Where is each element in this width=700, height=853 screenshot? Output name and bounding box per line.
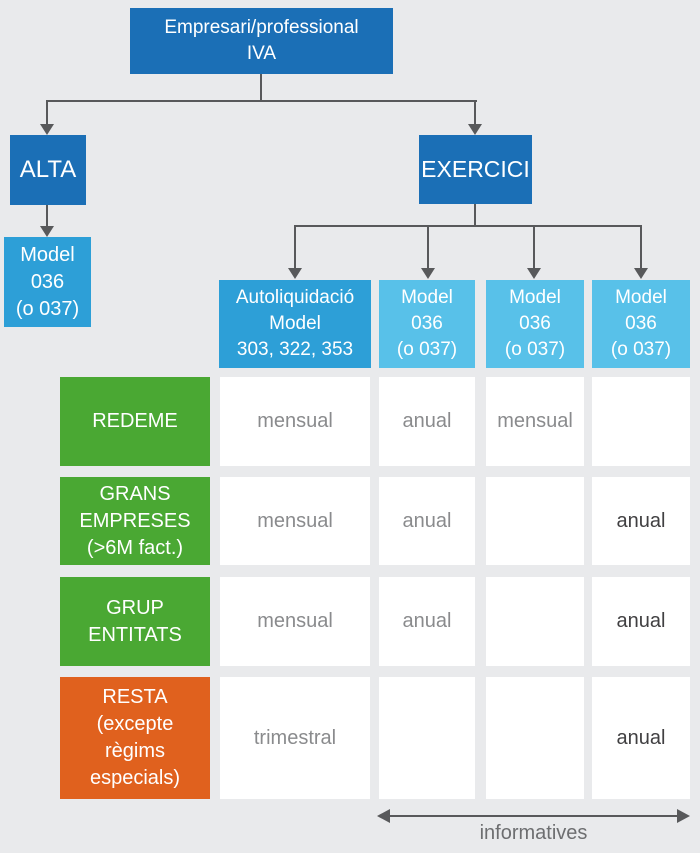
table-cell-r3c2: anual [379, 577, 475, 666]
alta-node: ALTA [10, 135, 86, 205]
table-cell-r3c1: mensual [220, 577, 370, 666]
alta-model-node: Model 036 (o 037) [4, 237, 91, 327]
connector-alta-stem [46, 100, 48, 125]
table-cell-r1c4 [592, 377, 690, 466]
connector-col4-stem [640, 225, 642, 269]
connector-top-horizontal [47, 100, 477, 102]
exercici-node: EXERCICI [419, 135, 532, 204]
arrowhead-to-exercici-icon [468, 124, 482, 135]
informatives-label: informatives [479, 822, 588, 844]
table-cell-r1c2: anual [379, 377, 475, 466]
table-cell-r4c4: anual [592, 677, 690, 799]
arrowhead-to-col1-icon [288, 268, 302, 279]
row-label-grans-empreses: GRANS EMPRESES (>6M fact.) [60, 477, 210, 565]
connector-exercici-down [474, 204, 476, 227]
table-cell-r3c3 [486, 577, 584, 666]
connector-alta-model-stem [46, 205, 48, 227]
informatives-span-line [388, 815, 679, 817]
table-cell-r1c1: mensual [220, 377, 370, 466]
informatives-arrow-left-icon [377, 809, 390, 823]
arrowhead-to-col2-icon [421, 268, 435, 279]
arrowhead-to-col3-icon [527, 268, 541, 279]
column-header-model036-2: Model 036 (o 037) [486, 280, 584, 368]
column-header-model036-3: Model 036 (o 037) [592, 280, 690, 368]
column-header-model036-1: Model 036 (o 037) [379, 280, 475, 368]
table-cell-r4c3 [486, 677, 584, 799]
table-cell-r3c4: anual [592, 577, 690, 666]
table-cell-r4c1: trimestral [220, 677, 370, 799]
table-cell-r2c1: mensual [220, 477, 370, 565]
table-cell-r1c3: mensual [486, 377, 584, 466]
arrowhead-to-alta-icon [40, 124, 54, 135]
table-cell-r2c2: anual [379, 477, 475, 565]
table-cell-r2c4: anual [592, 477, 690, 565]
table-cell-r4c2 [379, 677, 475, 799]
informatives-arrow-right-icon [677, 809, 690, 823]
row-label-redeme: REDEME [60, 377, 210, 466]
connector-col1-stem [294, 225, 296, 269]
root-node: Empresari/professional IVA [130, 8, 393, 74]
row-label-grup-entitats: GRUP ENTITATS [60, 577, 210, 666]
arrowhead-to-alta-model-icon [40, 226, 54, 237]
column-header-autoliquidacio: Autoliquidació Model 303, 322, 353 [219, 280, 371, 368]
connector-root-stem [260, 74, 262, 101]
table-cell-r2c3 [486, 477, 584, 565]
connector-branch-horizontal [294, 225, 642, 227]
row-label-resta: RESTA (excepte règims especials) [60, 677, 210, 799]
connector-col2-stem [427, 225, 429, 269]
connector-exercici-stem [474, 100, 476, 125]
connector-col3-stem [533, 225, 535, 269]
arrowhead-to-col4-icon [634, 268, 648, 279]
